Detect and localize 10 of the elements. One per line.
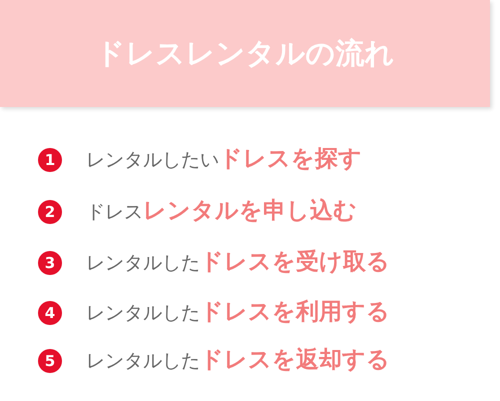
step-number: 3 [38,251,62,275]
step-number: 5 [38,349,62,373]
step-text: レンタルしたドレスを利用する [86,298,390,327]
step-text: レンタルしたいドレスを探す [86,145,362,174]
step-text: レンタルしたドレスを返却する [86,346,390,375]
step-number: 4 [38,301,62,325]
step-number: 1 [38,148,62,172]
step-text: レンタルしたドレスを受け取る [86,248,390,277]
step-text: ドレスレンタルを申し込む [86,197,357,226]
step-number: 2 [38,200,62,224]
